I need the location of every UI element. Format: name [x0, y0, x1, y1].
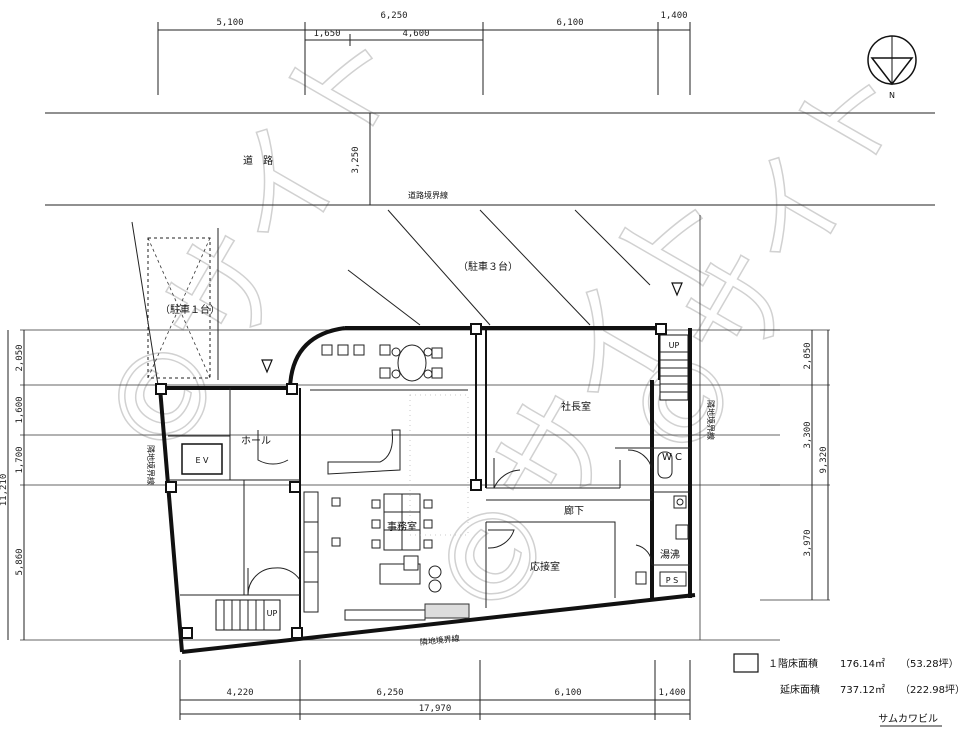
north-arrow: N — [867, 35, 917, 100]
president-room-label: 社長室 — [561, 400, 591, 413]
dim-left-2: 1,600 — [15, 396, 25, 423]
north-label: N — [889, 91, 895, 100]
hall-label: ホール — [241, 435, 271, 447]
road-boundary-label: 道路境界線 — [408, 190, 448, 200]
dim-top-3: 6,100 — [556, 18, 583, 28]
dim-left-4: 5,860 — [15, 548, 25, 575]
legend-swatch — [733, 653, 759, 673]
dim-right-1: 2,050 — [803, 342, 813, 369]
stairs-up-right: UP — [669, 341, 680, 350]
floor1-value: 176.14㎡ — [840, 658, 885, 670]
left-dimensions: 2,050 1,600 1,700 5,860 11,210 — [0, 330, 25, 640]
floor1-tsubo: （53.28坪） — [900, 657, 959, 670]
dim-bottom-4: 1,400 — [658, 688, 685, 698]
dim-top-sub-2: 4,600 — [402, 29, 429, 39]
stairs-left: UP — [215, 599, 281, 631]
dim-right-total: 9,320 — [819, 446, 829, 473]
floor1-label: １階床面積 — [768, 657, 818, 670]
kettle-label: 湯沸 — [660, 548, 680, 561]
road-label: 道 路 — [243, 154, 273, 167]
dim-bottom-2: 6,250 — [376, 688, 403, 698]
interior-walls — [155, 323, 690, 640]
building-name: サムカワビル — [878, 713, 938, 725]
site-boundary-right: 隣地境界線 — [706, 400, 716, 440]
wc-label: W C — [662, 452, 682, 463]
boundary-labels: 隣地境界線 隣地境界線 隣地境界線 — [146, 400, 716, 647]
ev-label: E V — [195, 456, 209, 465]
total-value: 737.12㎡ — [840, 684, 885, 696]
dim-bottom-total: 17,970 — [419, 704, 452, 714]
dim-bottom-1: 4,220 — [226, 688, 253, 698]
total-label: 延床面積 — [780, 683, 820, 696]
right-dimensions: 2,050 3,300 3,970 9,320 — [803, 330, 829, 600]
corridor-label: 廊下 — [564, 504, 584, 517]
dim-road: 3,250 — [351, 146, 361, 173]
svg-text:©サイト: ©サイト — [75, 0, 435, 485]
dim-left-total: 11,210 — [0, 474, 9, 507]
parking-3: （駐車３台） — [347, 209, 651, 326]
room-labels: 社長室 ホール W C 事務室 廊下 応接室 湯沸 P S — [241, 400, 682, 585]
furniture — [303, 344, 689, 621]
dim-left-1: 2,050 — [15, 344, 25, 371]
dim-top-sub-1: 1,650 — [313, 29, 340, 39]
stairs-right: UP — [659, 334, 689, 401]
dim-left-3: 1,700 — [15, 446, 25, 473]
dim-top-1: 5,100 — [216, 18, 243, 28]
road: 道 路 3,250 道路境界線 — [45, 112, 935, 206]
dim-right-3: 3,970 — [803, 529, 813, 556]
stairs-up-left: UP — [267, 609, 278, 618]
parking-1-label: （駐車１台） — [160, 303, 220, 316]
total-tsubo: （222.98坪） — [900, 683, 965, 696]
area-legend: １階床面積 176.14㎡ （53.28坪） 延床面積 737.12㎡ （222… — [733, 653, 965, 727]
ps-label: P S — [666, 576, 678, 585]
site-boundary-left: 隣地境界線 — [146, 445, 156, 485]
site-boundary-bottom: 隣地境界線 — [419, 633, 460, 647]
dim-bottom-3: 6,100 — [554, 688, 581, 698]
top-dimensions: 5,100 6,250 6,100 1,400 1,650 4,600 — [157, 11, 691, 95]
bottom-dimensions: 4,220 6,250 6,100 1,400 17,970 — [179, 660, 691, 720]
doors — [247, 282, 683, 596]
reception-label: 応接室 — [530, 560, 560, 573]
dim-top-2: 6,250 — [380, 11, 407, 21]
dim-top-4: 1,400 — [660, 11, 687, 21]
dim-right-2: 3,300 — [803, 421, 813, 448]
parking-1: （駐車１台） — [131, 221, 220, 386]
elevator: E V — [181, 443, 223, 475]
parking-3-label: （駐車３台） — [458, 260, 518, 273]
office-label: 事務室 — [387, 520, 417, 533]
